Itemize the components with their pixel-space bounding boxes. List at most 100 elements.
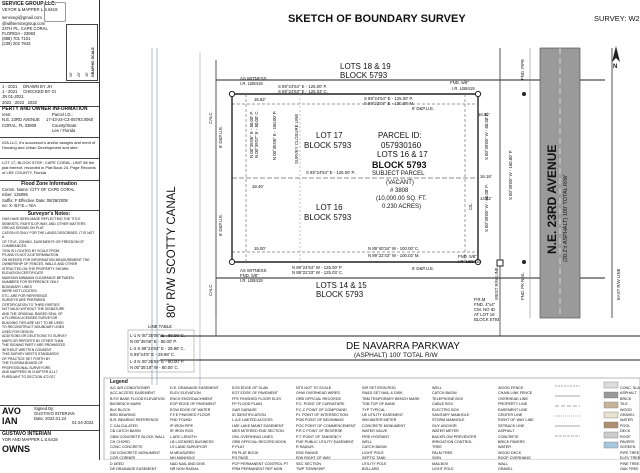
note-line: BUILDING TIES ARE NOT TO BE USED: [2, 320, 64, 325]
legend-item: BM BENCH MARK: [110, 402, 142, 407]
legend-item: PB PLAT BOOK: [232, 450, 259, 455]
note-line: PURSUANT TO SECTION 472.027: [2, 374, 56, 379]
line-table-row-1: L-1 N 00°35'06" E - 80.00' C.: [130, 333, 186, 338]
legend-item: ORB OFFICIAL RECORD BOOK: [232, 440, 287, 445]
legend-item: WATER: [620, 418, 633, 423]
note-line: SURVEYS ARE PREPARED: [2, 298, 46, 303]
company-phone-1: (888) 701 7101: [2, 36, 31, 42]
legend-item: ELEV TREE: [620, 456, 640, 461]
checked-by-label: CHECKED BY: [23, 89, 51, 95]
bearing-north-4: S 89°22'07" E - 100.08' M.: [364, 101, 415, 106]
property-heading: PERTY AND OWNER INFORMATION: [2, 106, 88, 112]
signature-block: AVO IAN Signed By: GUSTAVO INTERIAN Date…: [2, 406, 96, 426]
stamp-name: GUSTAVO INTERIAN: [2, 431, 51, 437]
flood-line-1: Comm. Name: CITY OF CAPE CORAL: [2, 187, 75, 193]
note-line: CUMBRANCES.: [2, 244, 28, 249]
legend-item: LIGHT POLE: [362, 450, 384, 455]
legend-item: FP FLOOD PLAIN: [232, 402, 263, 407]
bearing-east-1: S 00°35'06" W - 80.00' P.: [484, 112, 489, 160]
legend-item: CENTER LINE: [498, 413, 523, 418]
legend-item: CATCH BASIN: [432, 391, 457, 396]
year-1: 2022: [2, 99, 12, 105]
bearing-south-3: N 89°24'54" W - 125.00' P.: [292, 265, 343, 270]
road-name: N.E. 23RD AVENUE: [545, 144, 559, 254]
parkway-sub: (ASPHALT) 100' TOTAL R/W: [354, 352, 438, 359]
legend-item: MH MANHOLE: [170, 456, 195, 461]
company-email: servicegi@gmail.com: [2, 15, 42, 21]
flood-line-3: Suffix: F Effective Date: 08/28/2008: [2, 197, 68, 203]
legend-item: OAK TREE: [620, 467, 639, 472]
legend-item: EOT EDGE OF PAVEMENT: [232, 391, 278, 396]
property-info: PERTY AND OWNER INFORMATION ress: Parcel…: [2, 106, 96, 133]
lot-16-label: LOT 16: [316, 203, 343, 212]
company-website: @willservicegroup.com: [2, 20, 46, 26]
parcel-id-label: Parcel I.D.:: [52, 112, 73, 118]
prm-cm: CM. NO ID: [474, 307, 496, 312]
note-line: PS AND IS NOT A DETERMINATION.: [2, 253, 60, 258]
signed-by-label: Signed By:: [34, 406, 55, 411]
legend-item: COR CORNER: [110, 456, 136, 461]
legend-item: IR IRON ROD: [170, 429, 194, 434]
prm-label: P.R.M: [474, 297, 486, 302]
company-street: 24TH PL. CAPE CORAL: [2, 25, 48, 31]
company-name: SERVICE GROUP LLC.: [2, 1, 56, 7]
legend-item: MES MITERED END SECTION: [232, 429, 284, 434]
note-line: THE FLORIDA BOARD OF: [2, 361, 43, 366]
line-table-row-4: S 89°24'5" E - 29.98' C.: [130, 352, 176, 357]
legend-item: A/C AIR CONDITIONER: [110, 386, 150, 390]
dpue-west-2: 6' D&P.U.E.: [218, 213, 223, 236]
legend-item: FND FOUND: [170, 418, 192, 423]
note-line: MAPS OR REPORTS BY OTHER THAN: [2, 338, 64, 343]
survey-number: SURVEY: W2021: [594, 14, 640, 23]
legend-item: TBM TEMPORARY BENCH MARK: [362, 396, 420, 401]
legend-item: OHL OVERHEAD LINES: [232, 434, 273, 439]
legend-item: TELEPHONE BOX: [432, 396, 464, 401]
legend-item: TILE: [620, 402, 628, 407]
bearing-west-2: N 00°39'07" E - 80.00' C.: [254, 110, 259, 158]
legend-item: PROPERTY LINE: [498, 402, 528, 407]
legend-item: BOLLARD: [362, 467, 380, 472]
note-line: ON NEEDED FOR INFORMATION MEASUREMENT TH…: [2, 257, 90, 262]
note-line: WERE NOT LOCATED: [2, 289, 37, 294]
legend-item: UE UTILITY EASEMENT: [362, 413, 404, 418]
parcel-number: # 3808: [390, 188, 409, 194]
survey-closure-label: SURVEY CLOSURE LINE: [294, 113, 299, 164]
block-south-label: BLOCK 5793: [316, 290, 364, 299]
note-line: OWNERSHIP OF FENCES, WALLS AND OTHER: [2, 262, 78, 267]
ir-south: I.R. LB8419: [240, 278, 263, 283]
calc-label-2: CALC.: [208, 283, 213, 296]
surveyor-notes: Surveyor's Notes: ONS HAVE BEEN MADE REF…: [2, 211, 96, 379]
legend-item: PAVERS: [620, 440, 635, 445]
legend-item: NR NON RADIAL: [170, 467, 199, 472]
legend-item: C CALCULATED: [110, 423, 138, 428]
legend-item: SN&D SET NAIL & DISK: [362, 391, 403, 396]
legend-item: GRAVEL: [498, 467, 513, 472]
legend-item: TYP TYPICAL: [362, 407, 386, 412]
note-line: OF TITLE, ZONING, EASEMENTS OR FREEDOM O…: [2, 239, 85, 244]
flood-zone-info: Flood Zone Information Comm. Name: CITY …: [2, 181, 96, 208]
note-line: ISTRUCTED ON THE PROPERTY SHOWN: [2, 266, 69, 271]
dim-1: 16.82': [254, 97, 266, 102]
monument-se: [474, 258, 482, 266]
county-label: County/State:: [52, 122, 78, 128]
legend-item: WATER VALVE: [362, 429, 388, 434]
prm-marker: [496, 259, 504, 267]
legend-item: POOL: [620, 423, 631, 428]
north-arrow-icon: [612, 46, 620, 62]
notes-heading: Surveyor's Notes:: [27, 211, 71, 217]
legend-item: M MEASURED: [170, 450, 195, 455]
parcel-id-label: PARCEL ID:: [378, 131, 422, 140]
ir-north: I.R. LB8419: [452, 86, 475, 91]
legend-item: PG PAGE: [232, 456, 249, 461]
note-line: AND THE ORIGINAL RAISED SEAL OF: [2, 311, 63, 316]
note-line: PROFESSIONAL SURVEYORS: [2, 365, 51, 370]
stamp-block: GUSTAVO INTERIAN YOR AND MAPPER L.S.6419…: [2, 431, 96, 454]
parcel-id: 17-43-24-C3-05793.0060: [46, 117, 94, 123]
parcel-lots: LOTS 16 & 17: [377, 150, 428, 159]
subject-parcel: SUBJECT PARCEL: [372, 171, 425, 177]
county: Lee / Florida: [52, 127, 76, 133]
bearing-north-3: S 89°24'54" E - 125.00' P.: [364, 96, 414, 101]
legend-item: LS LAND SURVEYOR: [170, 445, 208, 450]
flood-line-4: ne: X- B.F.E.= N/A: [2, 202, 37, 208]
